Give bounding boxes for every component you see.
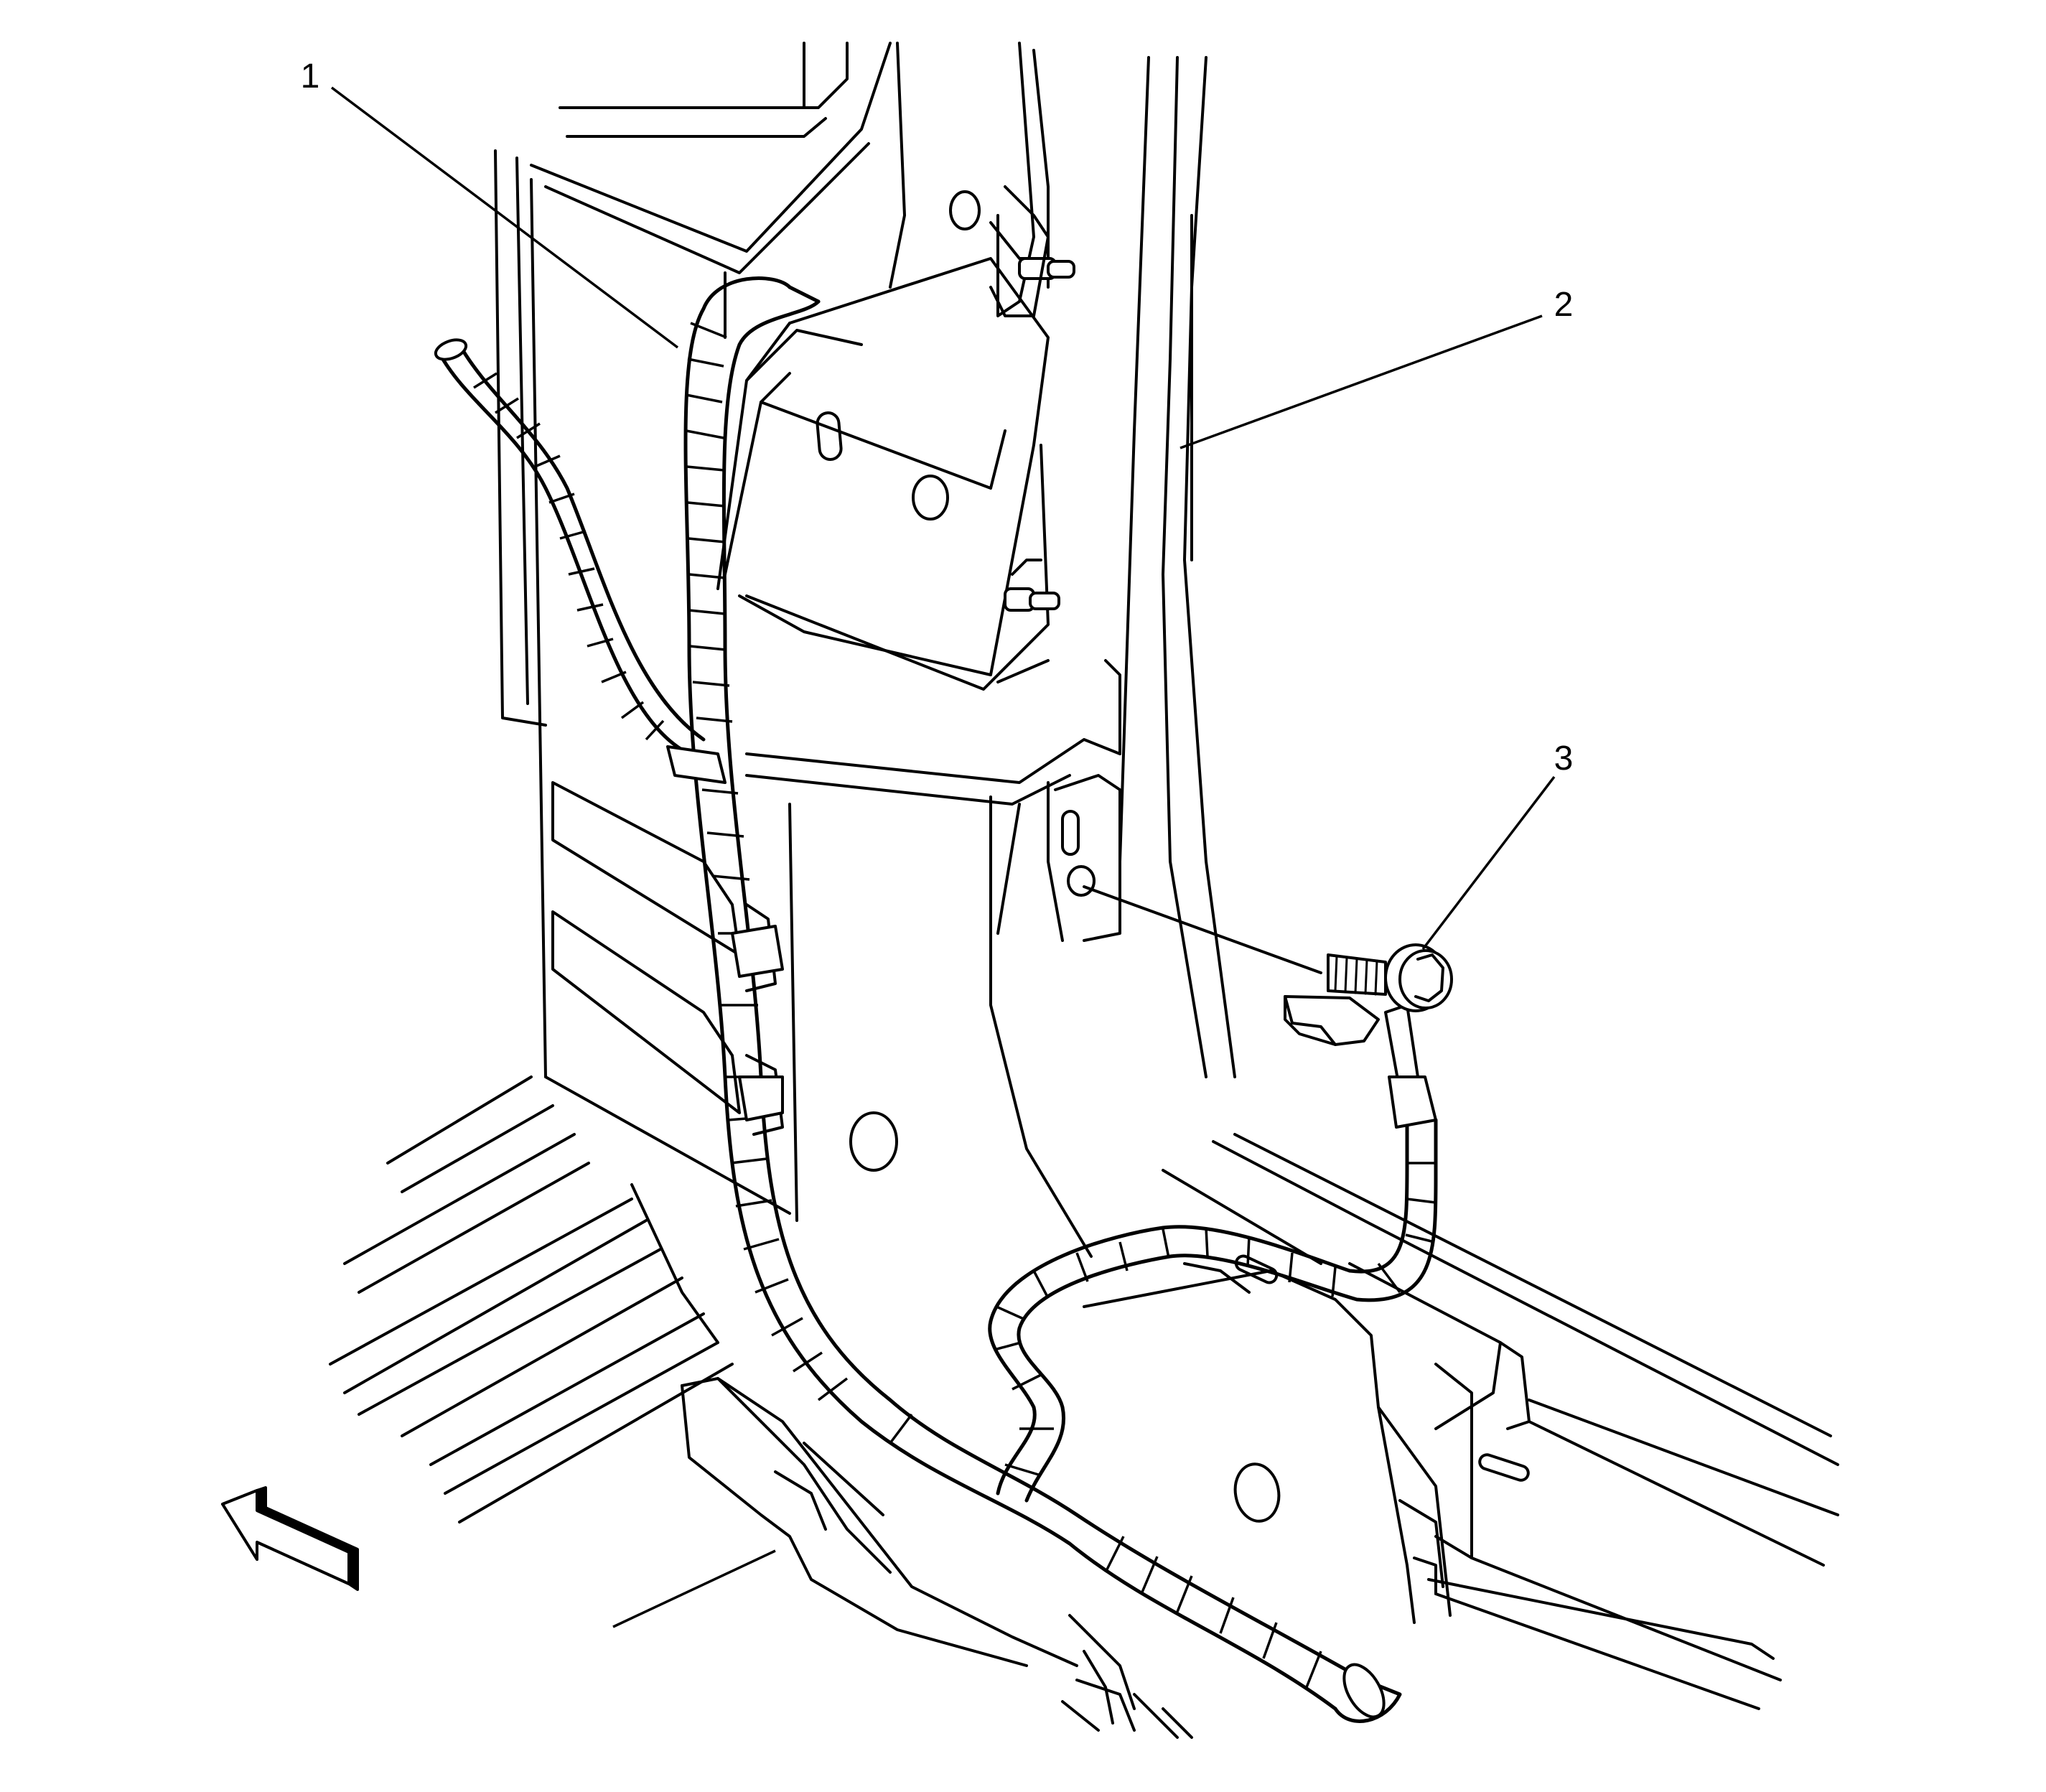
callout-2: 2 [1180, 286, 1574, 449]
callout-2-label: 2 [1554, 286, 1574, 324]
leader-lower-bracket [612, 1549, 776, 1628]
ground-bolt-icon [1083, 885, 1453, 1129]
callout-1-label: 1 [301, 57, 320, 95]
wiring-harness-icon [434, 276, 1438, 1723]
front-direction-arrow-icon [221, 1486, 359, 1591]
callout-1: 1 [301, 57, 679, 349]
stud-middle [1004, 559, 1060, 612]
body-structure [329, 42, 1839, 1739]
callout-3-label: 3 [1554, 739, 1574, 778]
harness-clip [666, 745, 784, 1121]
callout-3: 3 [1421, 739, 1574, 951]
stud-upper [989, 185, 1075, 317]
